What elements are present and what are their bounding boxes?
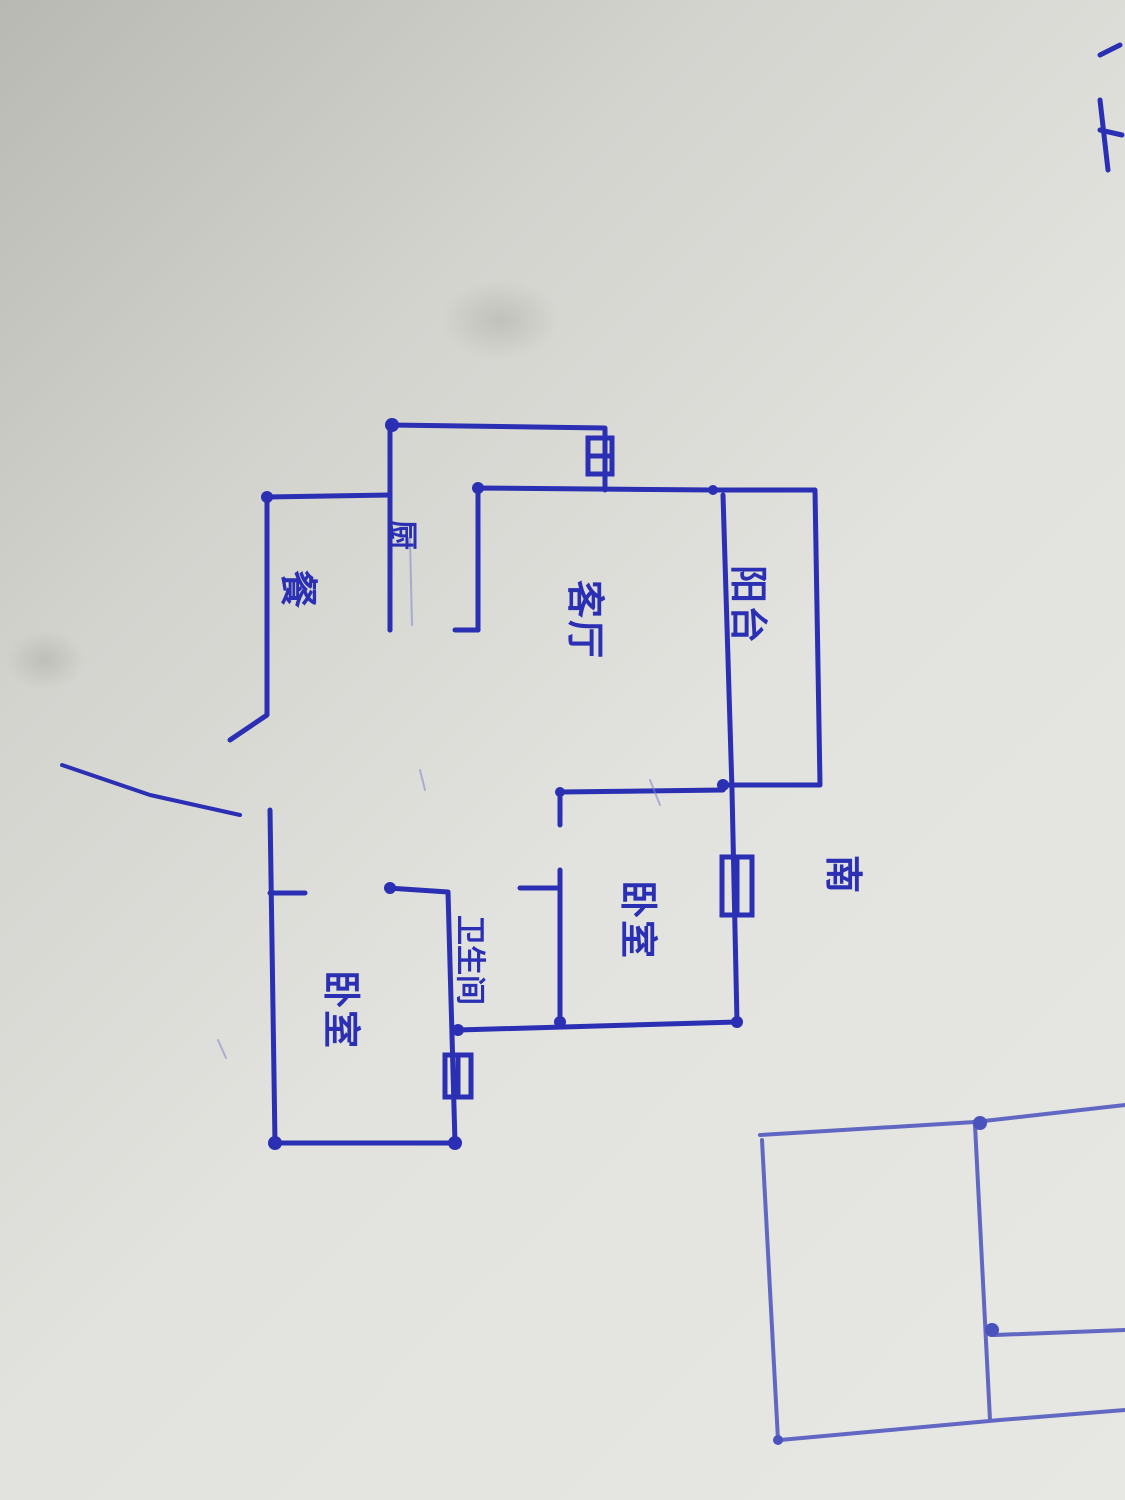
balcony-label: 阳台 [726,565,770,645]
living-room-label: 客厅 [563,580,607,660]
wall-corner-dots [261,418,743,1150]
dining-label: 餐 [276,570,320,610]
window-top [585,435,615,477]
bedroom-left-label: 卧室 [319,970,363,1050]
secondary-sketch [758,1103,1125,1442]
paper-smudge [440,280,560,360]
bathroom-label: 卫生间 [452,915,487,1005]
kitchen-label: 厨 [384,520,419,550]
plan-walls [227,422,823,1146]
secondary-sketch-dots [773,1116,999,1445]
corner-scribble [1097,42,1125,173]
window-bottom-left [442,1052,474,1100]
faint-marks [217,539,661,1059]
bedroom-right-label: 卧室 [616,880,660,960]
compass-label: 南 [821,855,865,895]
window-right [719,854,755,918]
entrance-arrow [60,763,242,817]
paper-smudge [5,630,85,690]
